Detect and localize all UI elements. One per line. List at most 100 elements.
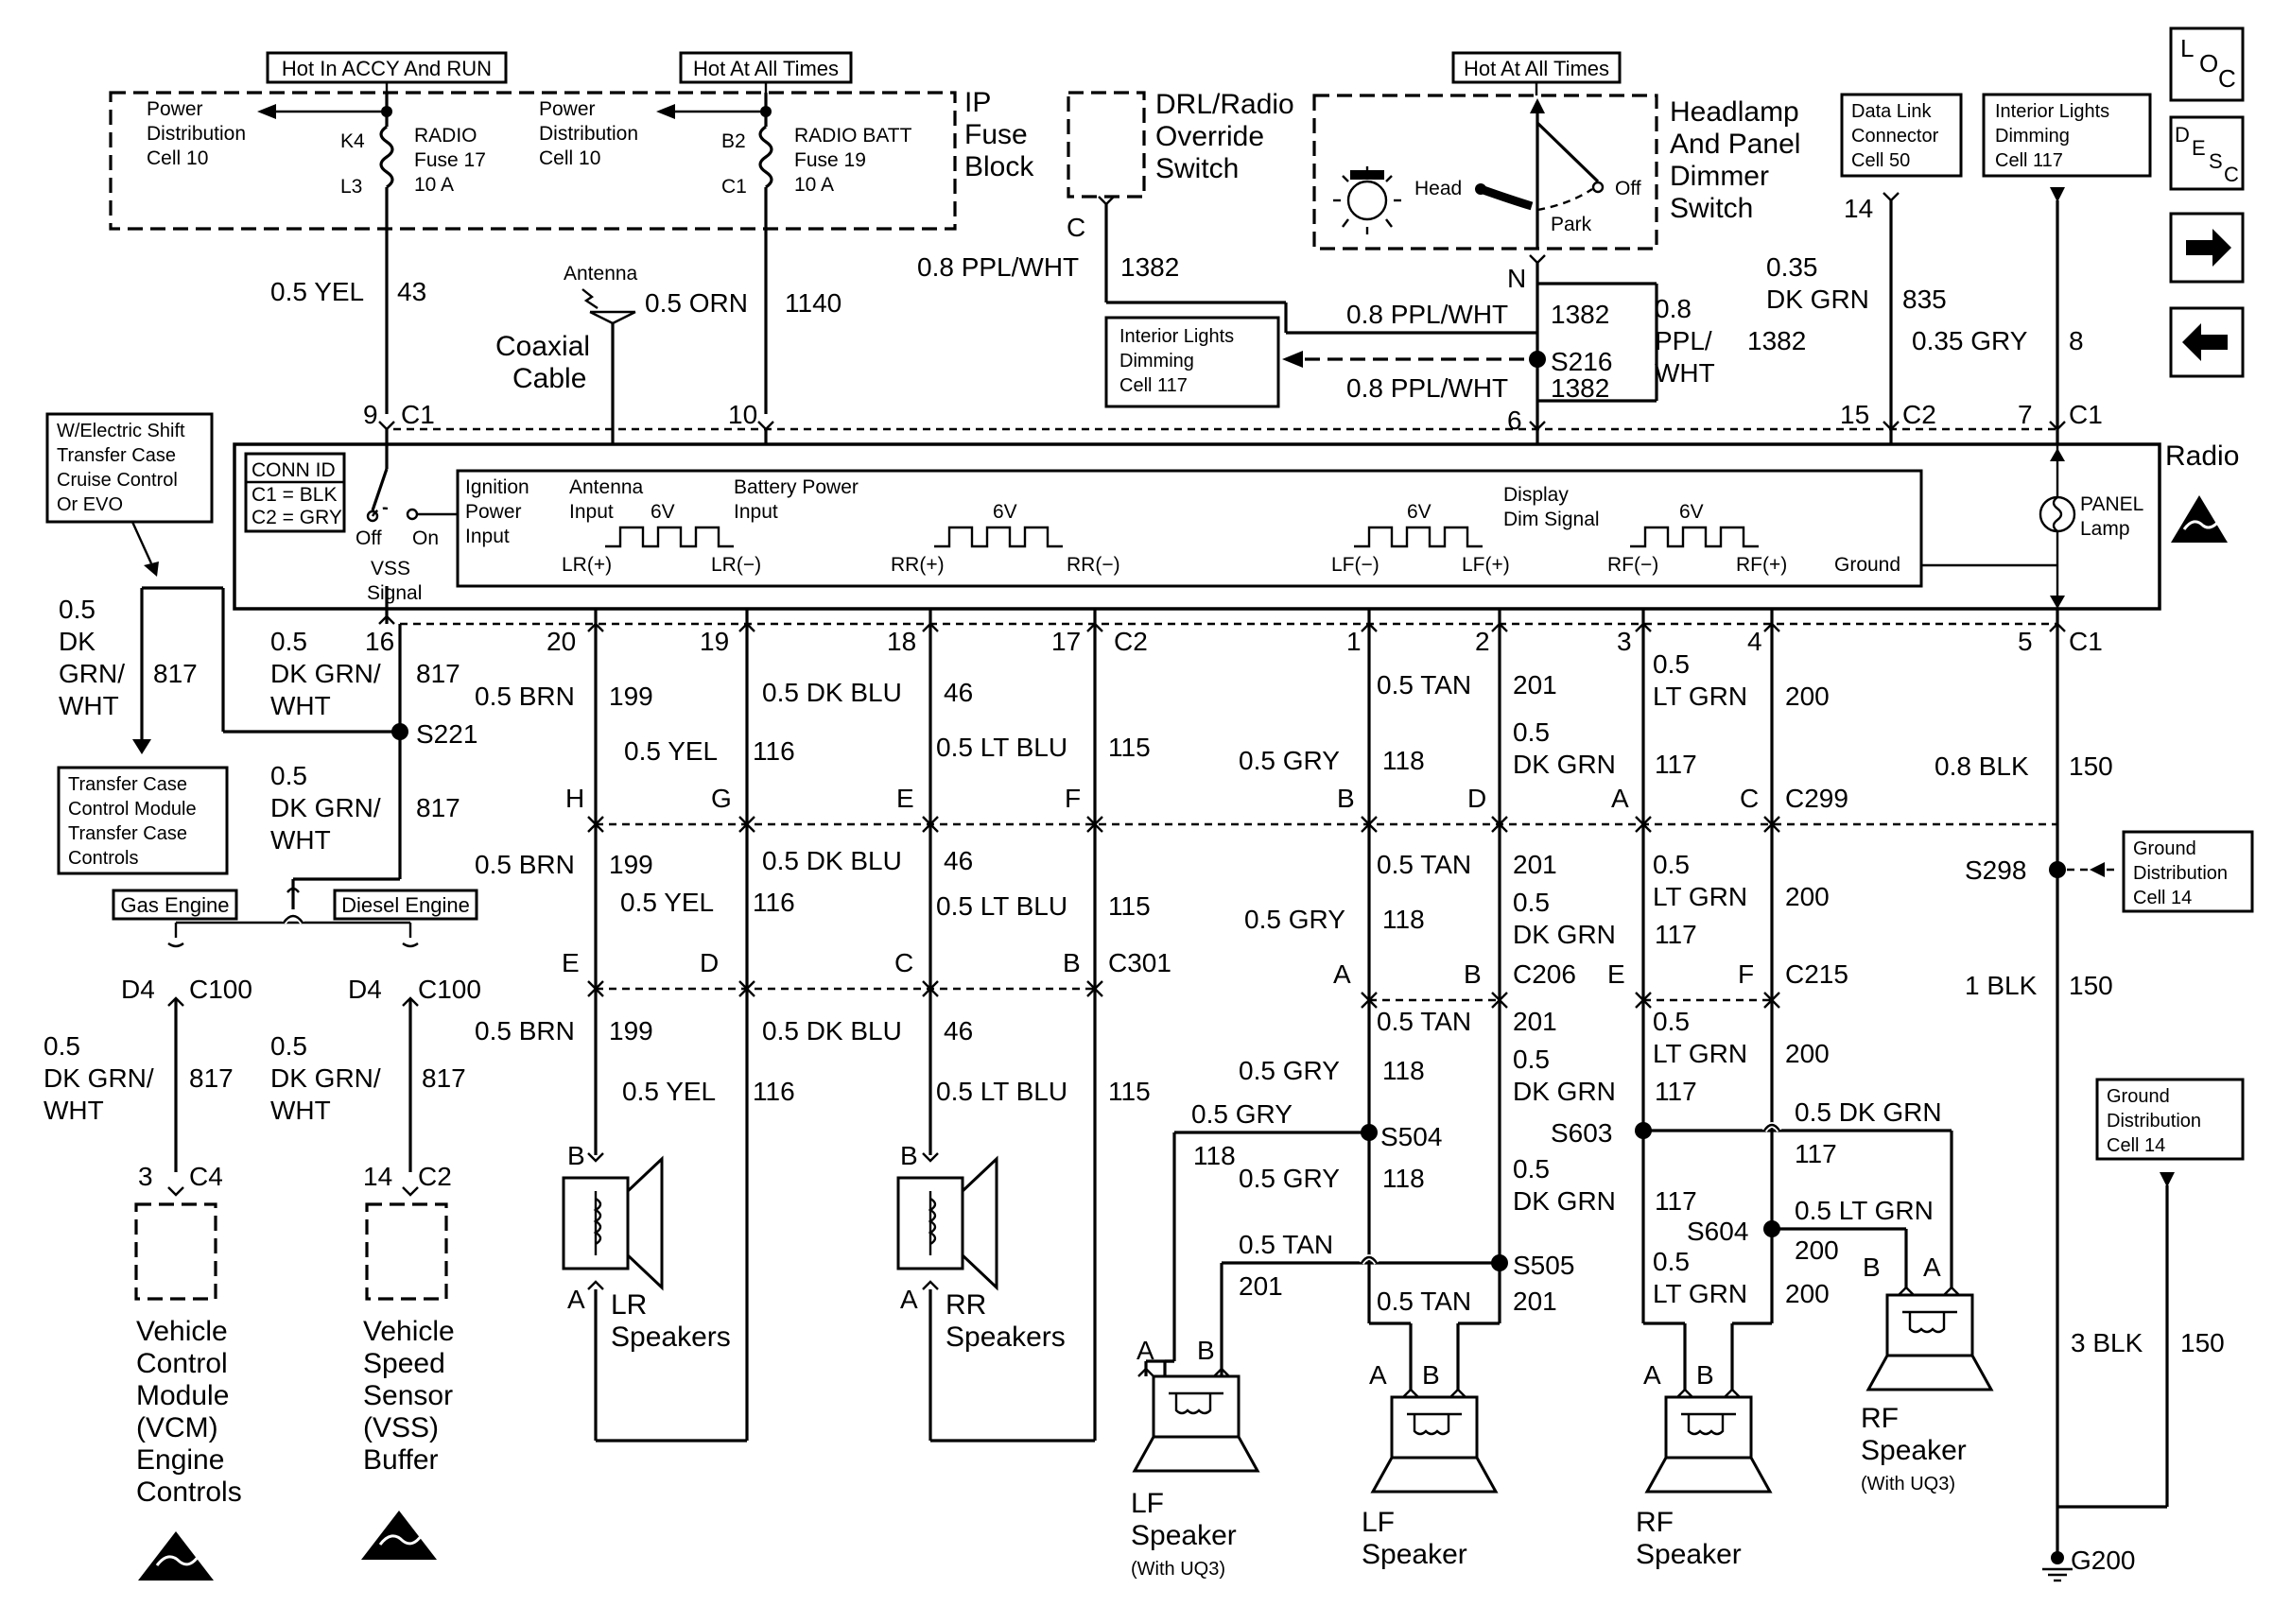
svg-text:6V: 6V bbox=[1407, 501, 1431, 523]
wire-817a-color4: WHT bbox=[59, 691, 119, 720]
lf-uq3-label2: Speaker bbox=[1131, 1520, 1237, 1551]
splice-s298 bbox=[2049, 861, 2066, 878]
svg-text:S: S bbox=[2209, 149, 2223, 173]
wire-817c-color1: 0.5 bbox=[270, 761, 307, 790]
coaxial-label: Coaxial bbox=[495, 331, 590, 362]
data-link-line3: Cell 50 bbox=[1851, 150, 1910, 171]
wire-817b-color1: 0.5 bbox=[270, 627, 307, 656]
hot-all-times-box bbox=[679, 51, 853, 84]
vss-c100: C100 bbox=[418, 975, 481, 1004]
lf-minus-label: LF(−) bbox=[1331, 554, 1379, 576]
wire-46c-number: 46 bbox=[944, 1016, 973, 1045]
fuse19-b2: B2 bbox=[721, 130, 746, 152]
lr-speaker-icon bbox=[562, 1155, 664, 1291]
headlamp-pin-n: N bbox=[1507, 264, 1526, 293]
rf-pin-b: B bbox=[1696, 1360, 1714, 1390]
waveform-rf: 6V bbox=[1630, 501, 1759, 548]
drl-radio-override-switch: DRL/Radio Override Switch C 0.8 PPL/WHT … bbox=[917, 89, 1537, 335]
vcm-label3: Module bbox=[136, 1380, 229, 1411]
diesel-engine-box bbox=[333, 889, 478, 921]
ground-dist-2-line2: Distribution bbox=[2107, 1111, 2201, 1132]
wire-118a-color: 0.5 GRY bbox=[1239, 746, 1340, 775]
pd-left-line2: Distribution bbox=[147, 123, 246, 145]
wire-1382d-color2: PPL/ bbox=[1655, 326, 1712, 355]
wire-115a-color: 0.5 LT BLU bbox=[936, 733, 1067, 762]
c301-pin-b: B bbox=[1063, 948, 1081, 977]
wire-201c-number: 201 bbox=[1513, 1007, 1557, 1036]
vss-on-label: On bbox=[412, 527, 439, 549]
wire-817d-number: 817 bbox=[189, 1063, 234, 1093]
wire-817a-number: 817 bbox=[153, 659, 198, 688]
conn-id-c1: C1 = BLK bbox=[252, 484, 337, 506]
radio-pin-5: 5 bbox=[2018, 627, 2033, 656]
wire-117c-number: 117 bbox=[1655, 1077, 1697, 1106]
lf-uq3-speaker-icon bbox=[1132, 1361, 1260, 1473]
wire-199a-color: 0.5 BRN bbox=[475, 682, 575, 711]
vss-off-label: Off bbox=[356, 527, 382, 549]
loc-icon[interactable] bbox=[2169, 26, 2245, 102]
wire-201b-number: 201 bbox=[1513, 850, 1557, 879]
int-lights-mid-line2: Dimming bbox=[1119, 351, 1194, 371]
rf-uq3-label2: Speaker bbox=[1861, 1435, 1967, 1466]
wire-200b-number: 200 bbox=[1785, 882, 1830, 911]
waveform-lr: 6V bbox=[605, 501, 734, 548]
wire-1382a-color: 0.8 PPL/WHT bbox=[917, 252, 1079, 282]
panel-lamp-label1: PANEL bbox=[2080, 493, 2143, 515]
electric-shift-line2: Transfer Case bbox=[57, 445, 176, 466]
lr-speakers-label1: LR bbox=[611, 1289, 647, 1321]
wire-116a-number: 116 bbox=[753, 736, 795, 766]
wire-46b-number: 46 bbox=[944, 846, 973, 875]
c215-pin-f: F bbox=[1738, 959, 1754, 989]
svg-text:O: O bbox=[2199, 49, 2218, 78]
wire-817a-color2: DK bbox=[59, 627, 95, 656]
wire-200c-number: 200 bbox=[1785, 1039, 1830, 1068]
wire-118b-color: 0.5 GRY bbox=[1244, 905, 1345, 934]
antenna-input-label1: Antenna bbox=[569, 476, 644, 498]
headlamp-bulb-icon bbox=[1333, 166, 1401, 234]
wire-817b-number: 817 bbox=[416, 659, 460, 688]
rr-speaker-pin-b: B bbox=[900, 1141, 918, 1170]
wire-835-color1: 0.35 bbox=[1766, 252, 1818, 282]
wire-817e-color3: WHT bbox=[270, 1096, 331, 1125]
radio-c2-bottom: C2 bbox=[1114, 627, 1148, 656]
vcm-label1: Vehicle bbox=[136, 1316, 228, 1347]
data-link-box bbox=[1840, 93, 1963, 178]
data-link-pin: 14 bbox=[1844, 194, 1873, 223]
display-dim-label1: Display bbox=[1503, 484, 1569, 506]
vss-buffer-label1: Vehicle bbox=[363, 1316, 455, 1347]
rr-speakers-label1: RR bbox=[946, 1289, 986, 1321]
interior-lights-dimming-top: Interior Lights Dimming Cell 117 bbox=[1982, 93, 2152, 429]
waveform-lf: 6V bbox=[1354, 501, 1483, 548]
wire-200e-number: 200 bbox=[1785, 1279, 1830, 1308]
c301-pin-d: D bbox=[700, 948, 719, 977]
wire-117b-number: 117 bbox=[1655, 920, 1697, 949]
wire-817e-color2: DK GRN/ bbox=[270, 1063, 381, 1093]
radio-pin-7: 7 bbox=[2018, 400, 2033, 429]
waveform-rr: 6V bbox=[934, 501, 1063, 548]
wire-200a-color1: 0.5 bbox=[1653, 649, 1690, 679]
wire-46a-color: 0.5 DK BLU bbox=[762, 678, 902, 707]
int-lights-top-line2: Dimming bbox=[1995, 126, 2070, 147]
wire-115a-number: 115 bbox=[1108, 733, 1151, 762]
radio-label: Radio bbox=[2165, 441, 2239, 472]
wire-8-number: 8 bbox=[2069, 326, 2084, 355]
radio-pin-9: 9 bbox=[363, 400, 378, 429]
pd-left-line3: Cell 10 bbox=[147, 147, 208, 169]
drl-label3: Switch bbox=[1155, 153, 1239, 184]
lf-speaker-label1: LF bbox=[1362, 1507, 1395, 1538]
wire-201c-color: 0.5 TAN bbox=[1377, 1007, 1471, 1036]
top-wires: 0.5 YEL 43 0.5 ORN 1140 Antenna Coaxial … bbox=[270, 229, 2103, 473]
electric-shift-line1: W/Electric Shift bbox=[57, 421, 185, 441]
wire-117a-color2: DK GRN bbox=[1513, 750, 1616, 779]
wire-43-number: 43 bbox=[397, 277, 426, 306]
ignition-label1: Ignition bbox=[465, 476, 529, 498]
desc-icon[interactable] bbox=[2169, 115, 2245, 191]
wire-1140-color: 0.5 ORN bbox=[645, 288, 748, 318]
radio-pin-19: 19 bbox=[700, 627, 729, 656]
ground-dist-1-line1: Ground bbox=[2133, 838, 2196, 859]
lf-plus-label: LF(+) bbox=[1462, 554, 1510, 576]
wire-200c-color1: 0.5 bbox=[1653, 1007, 1690, 1036]
rf-uq3-label1: RF bbox=[1861, 1403, 1899, 1434]
c299-pin-b: B bbox=[1337, 784, 1355, 813]
vcm-c4: C4 bbox=[189, 1162, 223, 1191]
